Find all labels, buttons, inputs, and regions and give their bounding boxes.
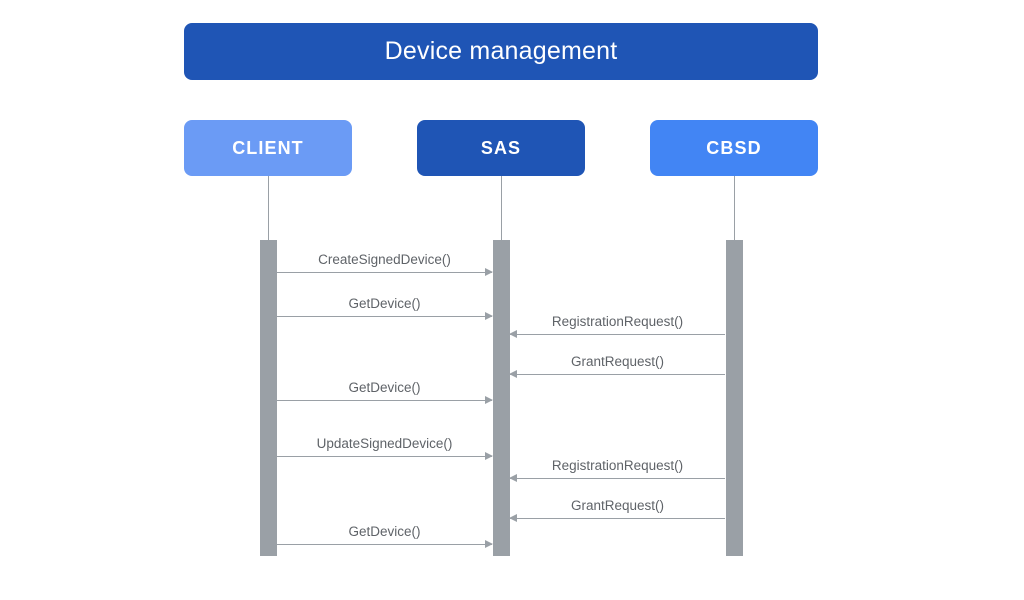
message-label-6: UpdateSignedDevice() — [316, 435, 453, 451]
arrowhead-icon-9 — [485, 540, 493, 548]
diagram-title-bar: Device management — [184, 23, 818, 80]
message-9[interactable]: GetDevice() — [277, 524, 493, 548]
message-7[interactable]: RegistrationRequest() — [509, 458, 725, 482]
message-line-1 — [277, 272, 492, 273]
arrowhead-icon-3 — [509, 330, 517, 338]
message-label-3: RegistrationRequest() — [551, 313, 684, 329]
message-line-5 — [277, 400, 492, 401]
message-line-4 — [510, 374, 725, 375]
participant-label-cbsd: CBSD — [706, 138, 762, 158]
arrowhead-icon-7 — [509, 474, 517, 482]
arrowhead-icon-5 — [485, 396, 493, 404]
message-line-9 — [277, 544, 492, 545]
participant-header-cbsd[interactable]: CBSD — [650, 120, 818, 176]
message-line-8 — [510, 518, 725, 519]
message-1[interactable]: CreateSignedDevice() — [277, 252, 493, 276]
page-title: Device management — [384, 37, 618, 65]
arrowhead-icon-4 — [509, 370, 517, 378]
message-line-6 — [277, 456, 492, 457]
participant-label-sas: SAS — [480, 138, 522, 158]
message-label-5: GetDevice() — [348, 379, 421, 395]
lifeline-sas — [501, 176, 502, 240]
message-line-7 — [510, 478, 725, 479]
arrowhead-icon-6 — [485, 452, 493, 460]
message-label-7: RegistrationRequest() — [551, 457, 684, 473]
message-label-4: GrantRequest() — [570, 353, 665, 369]
message-line-3 — [510, 334, 725, 335]
message-label-1: CreateSignedDevice() — [318, 251, 451, 267]
activation-bar-sas — [493, 240, 510, 556]
lifeline-cbsd — [734, 176, 735, 240]
arrowhead-icon-2 — [485, 312, 493, 320]
participant-header-client[interactable]: CLIENT — [184, 120, 352, 176]
activation-bar-cbsd — [726, 240, 743, 556]
message-6[interactable]: UpdateSignedDevice() — [277, 436, 493, 460]
activation-bar-client — [260, 240, 277, 556]
message-5[interactable]: GetDevice() — [277, 380, 493, 404]
lifeline-client — [268, 176, 269, 240]
message-8[interactable]: GrantRequest() — [509, 498, 725, 522]
message-line-2 — [277, 316, 492, 317]
message-2[interactable]: GetDevice() — [277, 296, 493, 320]
arrowhead-icon-1 — [485, 268, 493, 276]
message-label-9: GetDevice() — [348, 523, 421, 539]
message-4[interactable]: GrantRequest() — [509, 354, 725, 378]
message-3[interactable]: RegistrationRequest() — [509, 314, 725, 338]
participant-header-sas[interactable]: SAS — [417, 120, 585, 176]
participant-label-client: CLIENT — [232, 138, 304, 158]
message-label-8: GrantRequest() — [570, 497, 665, 513]
arrowhead-icon-8 — [509, 514, 517, 522]
message-label-2: GetDevice() — [348, 295, 421, 311]
